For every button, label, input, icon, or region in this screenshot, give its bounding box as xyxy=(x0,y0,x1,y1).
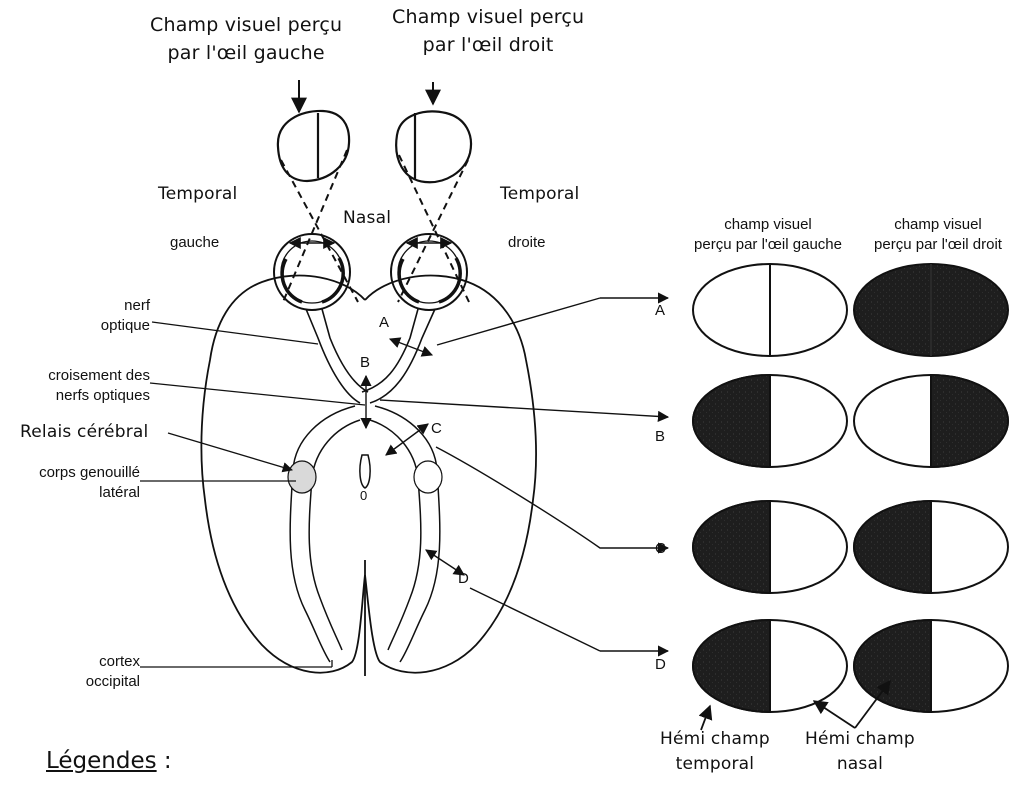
optic-nerve-label: nerf optique xyxy=(60,296,150,337)
column-header-right-line1: champ visuel xyxy=(863,215,1013,235)
temporal-left-label: Temporal xyxy=(158,182,237,207)
row-letter-d: D xyxy=(655,656,666,673)
lgn-label-line1: corps genouillé xyxy=(10,463,140,483)
chiasm-label: croisement des nerfs optiques xyxy=(10,366,150,407)
hemi-nasal-line1: Hémi champ xyxy=(805,727,915,752)
right-eyeball xyxy=(391,234,467,310)
right-eye-field-title-line2: par l'œil droit xyxy=(392,32,584,60)
left-eye-field-title: Champ visuel perçu par l'œil gauche xyxy=(150,12,342,67)
cortex-label-line2: occipital xyxy=(40,672,140,692)
field-row-d xyxy=(693,620,1008,712)
optic-nerves xyxy=(306,309,435,403)
lesion-letter-a: A xyxy=(379,314,389,331)
column-header-right-line2: perçu par l'œil droit xyxy=(863,235,1013,255)
temporal-right-label: Temporal xyxy=(500,182,579,207)
lesion-letter-d: D xyxy=(458,570,469,587)
legend-suffix: : xyxy=(157,748,172,774)
row-letter-b: B xyxy=(655,428,665,445)
left-eye-field-title-line1: Champ visuel perçu xyxy=(150,12,342,40)
field-row-c xyxy=(693,501,1008,593)
column-header-right-eye: champ visuel perçu par l'œil droit xyxy=(863,215,1013,256)
field-row-a xyxy=(693,264,1008,356)
relay-label: Relais cérébral xyxy=(20,420,148,445)
cortex-label-line1: cortex xyxy=(40,652,140,672)
chiasm-label-line1: croisement des xyxy=(10,366,150,386)
lesion-markers xyxy=(366,339,464,575)
lgn-label: corps genouillé latéral xyxy=(10,463,140,504)
legend-heading: Légendes : xyxy=(46,748,172,774)
hemi-nasal-line2: nasal xyxy=(805,752,915,777)
nasal-label: Nasal xyxy=(343,206,391,231)
center-mark: 0 xyxy=(360,488,367,503)
top-arrows xyxy=(299,80,433,112)
row-letter-a: A xyxy=(655,302,665,319)
right-eye-field-title: Champ visuel perçu par l'œil droit xyxy=(392,4,584,59)
hemi-nasal-label: Hémi champ nasal xyxy=(805,727,915,776)
optic-nerve-label-line1: nerf xyxy=(60,296,150,316)
hemi-temporal-line2: temporal xyxy=(660,752,770,777)
left-eyeball xyxy=(274,234,350,310)
gauche-label: gauche xyxy=(170,233,219,253)
column-header-left-eye: champ visuel perçu par l'œil gauche xyxy=(673,215,863,256)
left-eye-field-oval xyxy=(278,111,349,181)
chiasm-label-line2: nerfs optiques xyxy=(10,386,150,406)
leader-lines xyxy=(140,322,365,667)
left-eye-field-title-line2: par l'œil gauche xyxy=(150,40,342,68)
row-letter-c: C xyxy=(655,540,666,557)
lgn-label-line2: latéral xyxy=(10,483,140,503)
lesion-letter-b: B xyxy=(360,354,370,371)
droite-label: droite xyxy=(508,233,546,253)
right-eye-field-title-line1: Champ visuel perçu xyxy=(392,4,584,32)
lesion-letter-c: C xyxy=(431,420,442,437)
field-row-b xyxy=(693,375,1008,467)
hemi-temporal-label: Hémi champ temporal xyxy=(660,727,770,776)
column-header-left-line2: perçu par l'œil gauche xyxy=(673,235,863,255)
hemi-temporal-line1: Hémi champ xyxy=(660,727,770,752)
legend-title: Légendes xyxy=(46,748,157,774)
optic-nerve-label-line2: optique xyxy=(60,316,150,336)
cortex-label: cortex occipital xyxy=(40,652,140,693)
column-header-left-line1: champ visuel xyxy=(673,215,863,235)
